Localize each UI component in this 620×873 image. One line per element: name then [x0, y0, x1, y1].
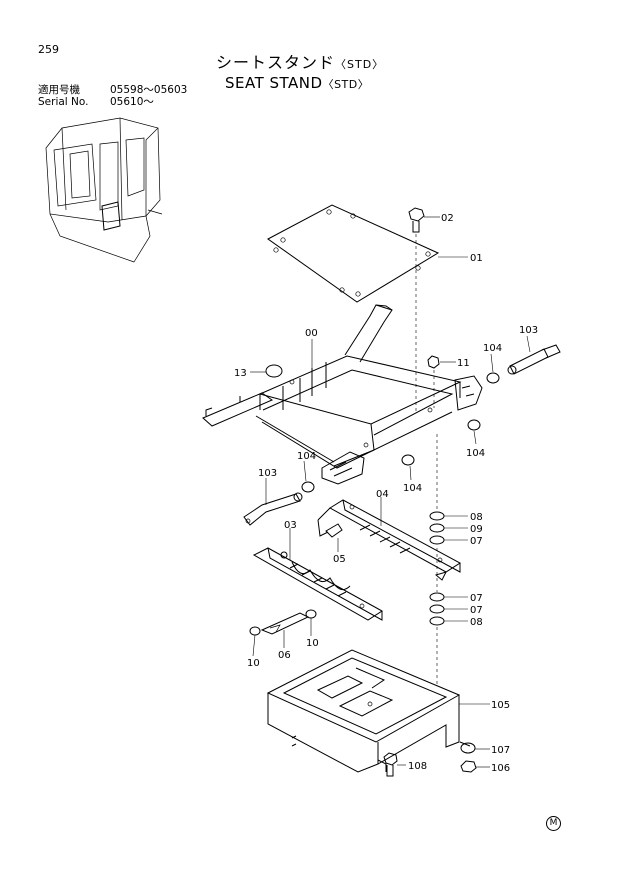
label-104-d: 104	[403, 483, 422, 494]
snap-ring-part-104-a	[486, 372, 500, 384]
snap-ring-part-104-c	[301, 481, 315, 493]
label-05: 05	[333, 554, 346, 565]
label-10-a: 10	[247, 658, 260, 669]
label-105: 105	[491, 700, 510, 711]
spacer-part-05	[325, 523, 343, 538]
applicability-label: 適用号機	[38, 84, 80, 96]
label-04: 04	[376, 489, 389, 500]
label-103-a: 103	[519, 325, 538, 336]
bolt-part-02	[408, 207, 425, 233]
seat-frame-part	[202, 304, 483, 485]
cab-location-thumbnail	[45, 117, 163, 263]
leader-lines	[250, 216, 531, 768]
seat-base-part-105	[266, 649, 471, 773]
washer-part-10-left	[249, 626, 261, 636]
snap-ring-part-104-b	[467, 419, 481, 431]
label-02: 02	[441, 213, 454, 224]
title-japanese-text: シートスタンド	[216, 53, 336, 72]
part-number-labels: 02 01 00 13 11 104 103 104 104 104 103 0…	[234, 213, 538, 774]
slide-rail-part-03	[252, 547, 383, 621]
label-06: 06	[278, 650, 291, 661]
label-107: 107	[491, 745, 510, 756]
label-07-c: 07	[470, 605, 483, 616]
applicability-range: 05598～05603	[110, 84, 188, 96]
page-number: 259	[38, 43, 59, 56]
label-106: 106	[491, 763, 510, 774]
label-03: 03	[284, 520, 297, 531]
label-07-b: 07	[470, 593, 483, 604]
slide-rail-part-04	[317, 499, 461, 581]
label-08-a: 08	[470, 512, 483, 523]
label-104-c: 104	[297, 451, 316, 462]
bolt-part-108	[383, 752, 398, 777]
label-104-a: 104	[483, 343, 502, 354]
label-108: 108	[408, 761, 427, 772]
label-104-b: 104	[466, 448, 485, 459]
label-08-b: 08	[470, 617, 483, 628]
seat-plate-part	[267, 204, 440, 303]
label-01: 01	[470, 253, 483, 264]
serial-label: Serial No.	[38, 96, 89, 108]
pin-part-103-left	[243, 492, 303, 526]
std-tag-en: 〈STD〉	[322, 78, 370, 91]
pin-part-103-right	[507, 344, 561, 375]
washer-part-10-right	[305, 609, 317, 619]
washer-part-107	[460, 742, 476, 754]
std-tag-jp: 〈STD〉	[335, 58, 385, 71]
corner-mark-icon: M	[546, 816, 561, 831]
title-japanese: シートスタンド〈STD〉	[216, 55, 384, 71]
title-english: SEAT STAND〈STD〉	[225, 76, 369, 91]
title-english-text: SEAT STAND	[225, 74, 323, 92]
serial-range: 05610～	[110, 96, 154, 108]
nut-part-106	[460, 760, 477, 773]
washer-stack-lower	[429, 592, 445, 626]
snap-ring-part-104-d	[401, 454, 415, 466]
cap-part-13	[265, 364, 283, 378]
label-103-b: 103	[258, 468, 277, 479]
label-13: 13	[234, 368, 247, 379]
washer-stack-upper	[429, 511, 445, 545]
label-00: 00	[305, 328, 318, 339]
label-09: 09	[470, 524, 483, 535]
lever-spring-part-06	[260, 612, 310, 635]
label-07-a: 07	[470, 536, 483, 547]
label-11: 11	[457, 358, 470, 369]
label-10-b: 10	[306, 638, 319, 649]
nut-part-11	[427, 355, 440, 369]
